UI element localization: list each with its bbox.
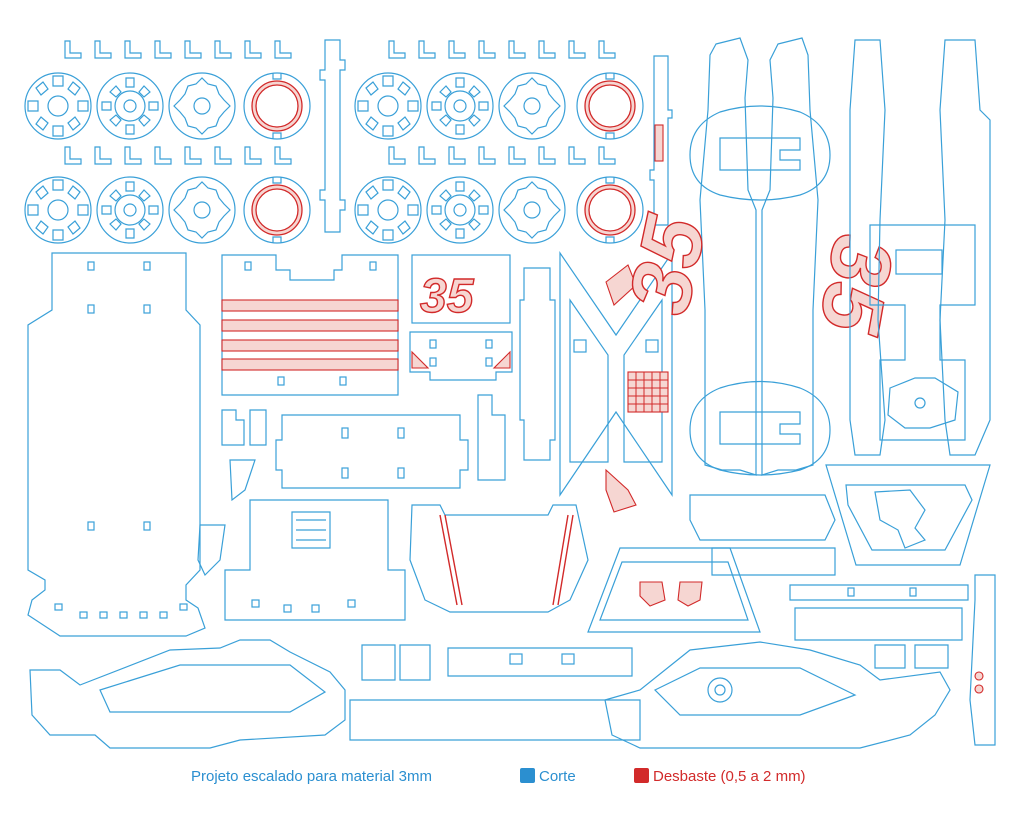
small-hook [229, 459, 256, 502]
small-plate [874, 644, 906, 669]
axle-loop-top [689, 105, 831, 201]
wheel-disc [96, 176, 164, 244]
small-clip [221, 409, 245, 446]
engrave-triangle [492, 350, 511, 369]
chassis-plate [27, 252, 206, 637]
tall-frame-left [849, 39, 886, 456]
stripe-engravings [221, 299, 399, 371]
wheel-disc [24, 176, 92, 244]
number-decal-left: 35 [611, 207, 725, 322]
wheel-disc [168, 72, 236, 140]
engrave-grid [627, 371, 669, 413]
wheel-disc [96, 72, 164, 140]
bracket-row [64, 40, 292, 59]
legend-engrave-label: Desbaste (0,5 a 2 mm) [653, 768, 806, 785]
long-bar [794, 607, 963, 641]
wheel-disc [426, 72, 494, 140]
wheel-disc-engraved [243, 72, 311, 140]
long-bar [789, 584, 969, 601]
stripe-panel-holes [244, 261, 377, 386]
side-panel-right [761, 37, 819, 476]
edge-strip [969, 574, 996, 746]
bottom-rail [349, 699, 641, 741]
tall-frame-right [939, 39, 991, 456]
legend: Projeto escalado para material 3mm Corte… [0, 764, 1024, 792]
wheel-disc [354, 176, 422, 244]
small-plate [914, 644, 949, 669]
bracket-row [388, 146, 616, 165]
axle-strip [319, 39, 346, 233]
center-plate [275, 414, 469, 489]
wheel-disc [498, 176, 566, 244]
tab-strip [477, 394, 506, 481]
bar [447, 647, 633, 677]
number-decal-right: 35 [800, 229, 911, 341]
wheel-group-top-right [354, 40, 644, 140]
rail-part [689, 494, 836, 541]
engrave-swatch [634, 768, 649, 783]
rail-part [711, 547, 836, 576]
wheel-disc [426, 176, 494, 244]
shield-plate [825, 464, 991, 566]
side-strip [649, 55, 673, 226]
wheel-disc [498, 72, 566, 140]
axle-ring [707, 677, 733, 703]
cut-swatch [520, 768, 535, 783]
wheel-disc-engraved [576, 72, 644, 140]
bracket-row [64, 146, 292, 165]
center-frame [869, 224, 976, 441]
small-plate [399, 644, 431, 681]
scale-note: Projeto escalado para material 3mm [191, 768, 432, 785]
side-skirt-left [29, 639, 346, 749]
side-skirt-right [604, 641, 951, 749]
wheel-disc-engraved [243, 176, 311, 244]
chassis-holes [54, 261, 188, 619]
wheel-disc [354, 72, 422, 140]
axle-loop-bottom [689, 380, 831, 476]
small-wedge [197, 524, 226, 577]
wheel-disc [168, 176, 236, 244]
tall-strip [519, 267, 556, 461]
wheel-disc [24, 72, 92, 140]
engrave-slot [654, 124, 664, 162]
number-plate [411, 254, 511, 324]
side-panel-left [699, 37, 757, 476]
number-decal-small: 35 [420, 270, 475, 323]
small-clip [249, 409, 267, 446]
small-plate [409, 331, 513, 381]
legend-cut: Corte [520, 768, 576, 785]
seat-assembly [224, 499, 406, 621]
wheel-group-top-left [24, 40, 311, 140]
engrave-triangle [411, 350, 430, 369]
legend-engrave: Desbaste (0,5 a 2 mm) [634, 768, 806, 785]
stripe-panel [221, 254, 399, 396]
legend-cut-label: Corte [539, 768, 576, 785]
wheel-group-mid-left [24, 146, 311, 244]
wheel-group-mid-right [354, 146, 644, 244]
v-frame [559, 251, 673, 513]
cockpit-plate [587, 547, 761, 633]
bracket-row [388, 40, 616, 59]
small-plate [361, 644, 396, 681]
